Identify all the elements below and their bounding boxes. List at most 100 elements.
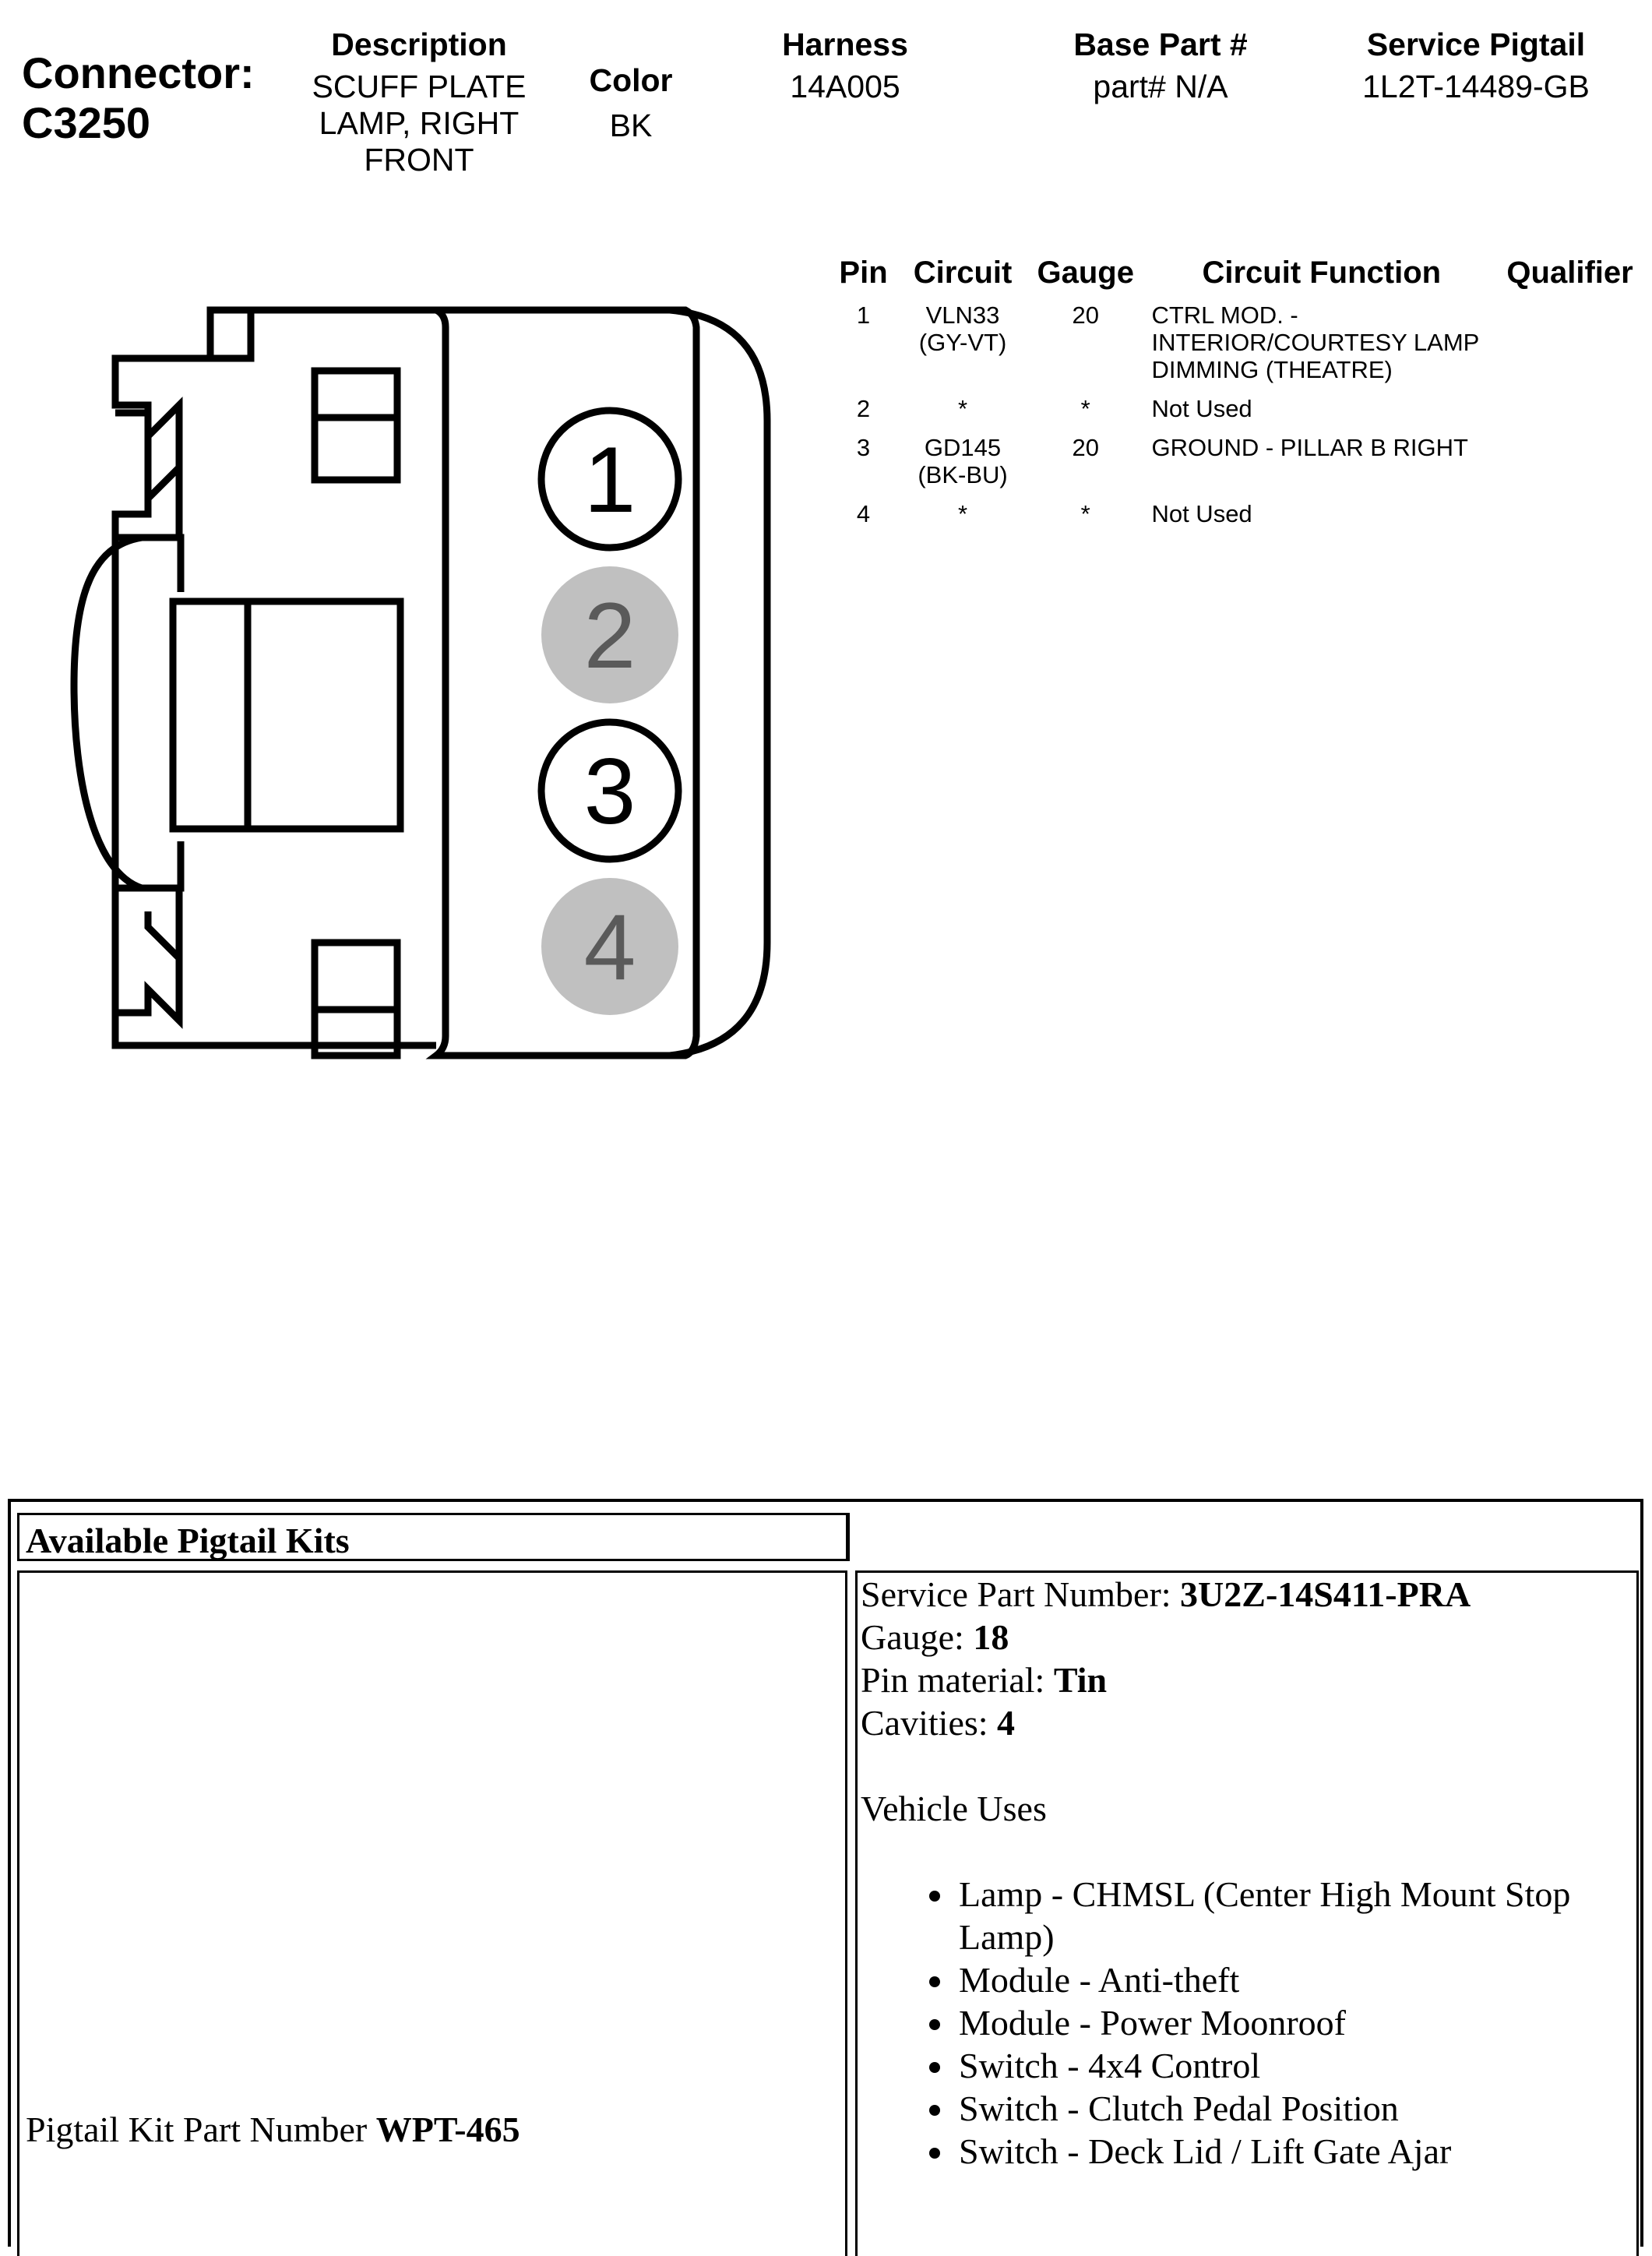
pin-cavity-1 [537, 407, 682, 552]
gauge-label: Gauge: [861, 1617, 974, 1657]
pin-number-cell: 2 [856, 395, 871, 422]
service-pigtail-value: 1L2T-14489-GB [1362, 69, 1590, 104]
harness-heading: Harness [782, 26, 908, 62]
pin-face-end-cap [669, 306, 771, 1059]
vehicle-use-item: Module - Anti-theft [956, 1958, 1636, 2001]
vehicle-use-item: Module - Power Moonroof [956, 2001, 1636, 2044]
pigtail-header-spacer-cell [847, 1513, 1639, 1561]
housing-top-step [206, 310, 255, 362]
connector-housing [70, 306, 771, 1059]
qualifier-cell [1496, 299, 1643, 393]
connector-face-diagram: 1 2 3 4 [70, 306, 771, 1059]
function-line: DIMMING (THEATRE) [1151, 356, 1393, 383]
description-line: LAMP, RIGHT [319, 105, 520, 141]
color-value: BK [609, 108, 653, 143]
circuit-cell: VLN33(GY-VT) [901, 299, 1024, 393]
pin-cavity-label-4: 4 [584, 895, 636, 999]
pin-number-cell: 1 [856, 301, 871, 329]
pin-table: Pin Circuit Gauge Circuit Function Quali… [826, 254, 1643, 537]
description-column: Description SCUFF PLATE LAMP, RIGHT FRON… [296, 25, 542, 178]
upper-window [311, 367, 401, 484]
gauge-cell: * [1080, 500, 1090, 527]
latch-bump [70, 534, 143, 892]
circuit-column-header: Circuit [913, 256, 1013, 290]
service-part-value: 3U2Z-14S411-PRA [1180, 1574, 1471, 1614]
vehicle-uses-list: Lamp - CHMSL (Center High Mount Stop Lam… [858, 1873, 1636, 2173]
circuit-cell: * [901, 393, 1024, 432]
service-part-number: Service Part Number: 3U2Z-14S411-PRA [861, 1573, 1636, 1616]
kit-part-label: Pigtail Kit Part Number [26, 2110, 376, 2149]
pin-cavity-3 [537, 718, 682, 863]
cavities-label: Cavities: [861, 1703, 998, 1743]
circuit-cell: GD145(BK-BU) [901, 432, 1024, 498]
pin-column-header: Pin [839, 256, 888, 290]
color-column: Color BK [569, 61, 693, 144]
gauge-value: 18 [973, 1617, 1009, 1657]
pigtail-kits-section: Available Pigtail Kits Pigtail Kit Part … [8, 1499, 1643, 2256]
pin-material-label: Pin material: [861, 1660, 1054, 1700]
harness-value: 14A005 [790, 69, 900, 104]
circuit-line: * [957, 395, 968, 422]
color-heading: Color [589, 62, 673, 98]
harness-column: Harness 14A005 [748, 25, 942, 105]
function-line: Not Used [1151, 500, 1252, 527]
pigtail-kits-heading: Available Pigtail Kits [26, 1521, 350, 1560]
circuit-line: * [957, 500, 968, 527]
connector-id: C3250 [22, 98, 151, 147]
pin-cavity-2 [541, 566, 678, 703]
pin-circles: 1 2 3 4 [537, 407, 682, 1015]
description-line: FRONT [364, 142, 474, 178]
function-line: INTERIOR/COURTESY LAMP [1151, 329, 1480, 356]
qualifier-cell [1496, 498, 1643, 537]
circuit-line: (GY-VT) [918, 329, 1007, 356]
gauge-cell: 20 [1072, 301, 1099, 329]
vehicle-use-item: Lamp - CHMSL (Center High Mount Stop Lam… [956, 1873, 1636, 1958]
connector-title: Connector: C3250 [22, 48, 255, 148]
pin-cavity-label-2: 2 [584, 583, 636, 688]
function-line: Not Used [1151, 395, 1252, 422]
circuit-line: (BK-BU) [918, 461, 1008, 488]
kit-part-value: WPT-465 [375, 2110, 520, 2149]
base-part-column: Base Part # part# N/A [1036, 25, 1285, 105]
description-heading: Description [331, 26, 507, 62]
function-line: GROUND - PILLAR B RIGHT [1151, 434, 1468, 461]
cavities-spec: Cavities: 4 [861, 1701, 1636, 1744]
pigtail-image-cell: Pigtail Kit Part Number WPT-465 [17, 1570, 847, 2256]
vehicle-use-item: Switch - Deck Lid / Lift Gate Ajar [956, 2130, 1636, 2173]
gauge-column-header: Gauge [1037, 256, 1134, 290]
pigtail-kits-header-cell: Available Pigtail Kits [17, 1513, 847, 1561]
pin-cavity-4 [541, 878, 678, 1015]
pigtail-details-cell: Service Part Number: 3U2Z-14S411-PRA Gau… [855, 1570, 1639, 2256]
circuit-cell: * [901, 498, 1024, 537]
center-latch-window [169, 597, 404, 833]
circuit-line: GD145 [924, 434, 1002, 461]
lower-chevron [115, 911, 183, 1029]
pin-material-value: Tin [1053, 1660, 1108, 1700]
function-column-header: Circuit Function [1202, 256, 1442, 290]
circuit-function-cell: Not Used [1147, 498, 1496, 537]
service-pigtail-column: Service Pigtail 1L2T-14489-GB [1324, 25, 1628, 105]
gauge-cell: 20 [1072, 434, 1099, 461]
service-part-label: Service Part Number: [861, 1574, 1181, 1614]
vehicle-use-item: Switch - Clutch Pedal Position [956, 2087, 1636, 2130]
cavities-value: 4 [997, 1703, 1016, 1743]
pin-cavity-label-1: 1 [584, 428, 636, 532]
circuit-function-cell: GROUND - PILLAR B RIGHT [1147, 432, 1496, 498]
vehicle-uses-label: Vehicle Uses [861, 1789, 1047, 1828]
vehicle-use-item: Switch - 4x4 Control [956, 2044, 1636, 2087]
base-part-value: part# N/A [1093, 69, 1228, 104]
circuit-function-cell: Not Used [1147, 393, 1496, 432]
gauge-spec: Gauge: 18 [861, 1616, 1636, 1659]
pin-cavity-label-3: 3 [584, 739, 636, 844]
gauge-cell: * [1080, 395, 1090, 422]
pin-table-body: 1 VLN33(GY-VT) 20 CTRL MOD. -INTERIOR/COURT… [826, 299, 1643, 537]
pin-row-2: 2 * * Not Used [826, 393, 1643, 432]
qualifier-column-header: Qualifier [1506, 256, 1633, 290]
connector-label: Connector: [22, 48, 255, 97]
qualifier-cell [1496, 393, 1643, 432]
pin-table-header-row: Pin Circuit Gauge Circuit Function Quali… [826, 254, 1643, 299]
pin-row-4: 4**Not Used [826, 498, 1643, 537]
service-pigtail-heading: Service Pigtail [1366, 26, 1586, 62]
